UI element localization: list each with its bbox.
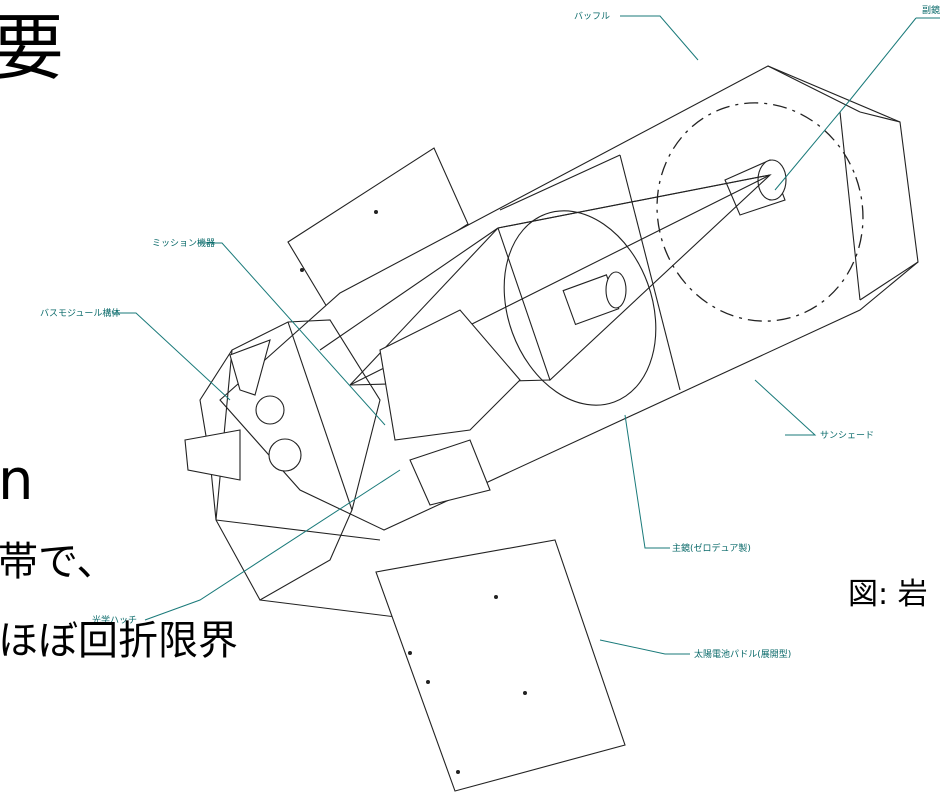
label-bus-module: バスモジュール構体 [40,307,120,319]
label-sunshade: サンシェード [820,430,874,441]
label-baffle: バッフル [574,11,610,22]
slide-bullet-fragment: n [0,448,34,513]
upper-solar-panel [287,147,469,313]
label-mission-instruments: ミッション機器 [152,237,215,249]
lower-solar-panel [375,539,626,792]
baffle-circle [656,102,864,322]
figure-caption: 図: 岩 [848,577,928,612]
thruster-lower [184,429,241,481]
thruster-upper [229,339,271,396]
slide-title-fragment: 要 [0,6,65,90]
bullet-line-1-fragment: 帯で、 [0,539,117,585]
label-secondary-mirror: 副鏡 [922,4,940,16]
mission-instruments [379,309,521,441]
label-primary-mirror: 主鏡(ゼロデュア製) [672,542,751,554]
bullet-line-2-fragment: ほぼ回折限界 [0,618,238,664]
label-solar-paddle: 太陽電池パドル(展開型) [694,648,791,660]
label-optical-hatch: 光学ハッチ [92,614,137,626]
